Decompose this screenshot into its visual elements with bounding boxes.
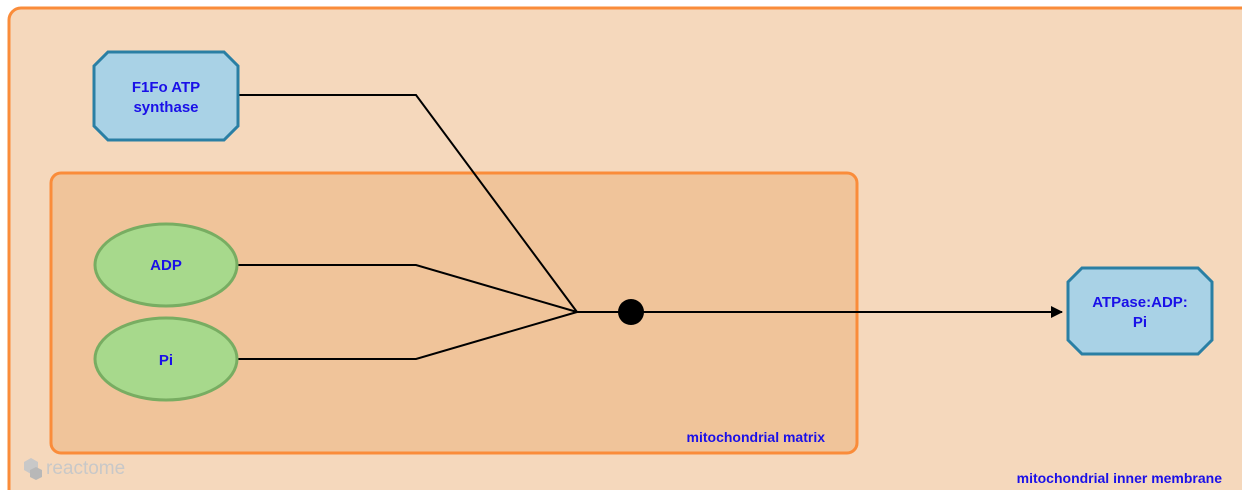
- reactome-logo-text: reactome: [46, 458, 125, 479]
- reactome-logo-icon: [24, 458, 42, 480]
- entity-pi[interactable]: Pi: [93, 316, 239, 402]
- entity-pi-label: Pi: [159, 352, 173, 369]
- entity-adp-label: ADP: [150, 257, 182, 274]
- edge-f1fo-input: [238, 94, 578, 313]
- complex-f1fo-label-line1: F1Fo ATP: [132, 79, 200, 96]
- compartment-label-matrix: mitochondrial matrix: [687, 429, 826, 445]
- complex-f1fo-atp-synthase[interactable]: F1Fo ATP synthase: [92, 50, 240, 142]
- complex-atpase-adp-pi[interactable]: ATPase:ADP: Pi: [1066, 266, 1214, 356]
- complex-f1fo-label-line2: synthase: [133, 99, 198, 116]
- entity-adp[interactable]: ADP: [93, 222, 239, 308]
- compartment-label-inner-membrane: mitochondrial inner membrane: [1017, 470, 1223, 486]
- reaction-node-icon[interactable]: [618, 299, 644, 325]
- edge-pi-input: [237, 311, 578, 360]
- complex-product-label-line1: ATPase:ADP:: [1092, 294, 1188, 311]
- reactome-logo: reactome: [24, 458, 125, 480]
- edge-adp-input: [237, 264, 578, 313]
- complex-product-label-line2: Pi: [1133, 314, 1147, 331]
